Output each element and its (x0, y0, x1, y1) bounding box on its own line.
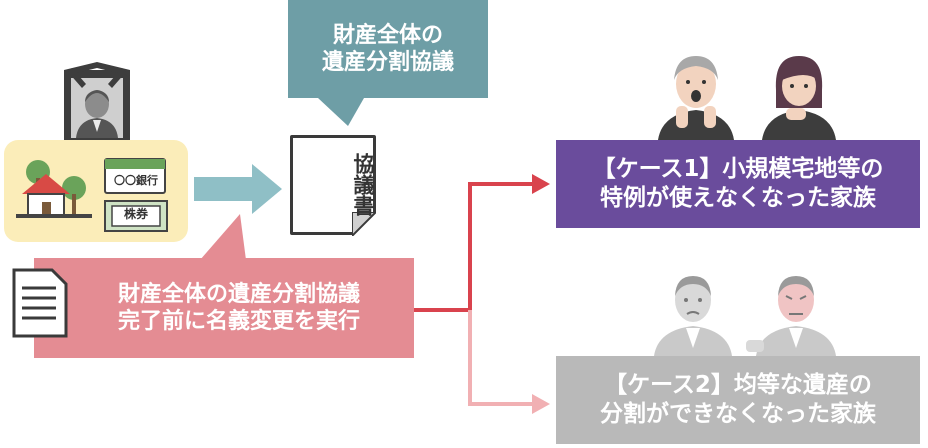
arrow-right-icon (194, 164, 282, 214)
bankbook-icon (104, 158, 166, 194)
document-icon (12, 268, 68, 338)
man-worried-icon (654, 276, 732, 356)
early-transfer-box: 財産全体の遺産分割協議 完了前に名義変更を実行 (34, 258, 414, 358)
case1-box: 【ケース1】小規模宅地等の 特例が使えなくなった家族 (556, 140, 920, 228)
early-transfer-text: 財産全体の遺産分割協議 完了前に名義変更を実行 (117, 281, 360, 335)
document-corner-fold (352, 212, 376, 236)
stock-certificate-label: 株券 (123, 207, 148, 221)
elderly-woman-shocked-icon (658, 56, 734, 140)
agreement-document-title: 協議書 (351, 152, 375, 216)
case2-text: 【ケース2】均等な遺産の 分割ができなくなった家族 (600, 372, 876, 427)
bankbook-label: 〇〇銀行 (114, 174, 158, 187)
case2-box: 【ケース2】均等な遺産の 分割ができなくなった家族 (556, 356, 920, 444)
stock-certificate-icon (104, 200, 168, 232)
man-angry-icon (746, 276, 836, 356)
case1-arrowhead-icon (532, 174, 550, 194)
house-icon (16, 160, 92, 218)
callout-tail (318, 98, 364, 126)
case1-text: 【ケース1】小規模宅地等の 特例が使えなくなった家族 (592, 156, 884, 211)
pink-callout-tail (200, 214, 246, 260)
deceased-portrait-icon (64, 62, 130, 144)
branch-arrows (414, 174, 550, 414)
callout-asset-division-text: 財産全体の 遺産分割協議 (321, 22, 454, 76)
woman-shocked-icon (762, 56, 836, 140)
case2-arrowhead-icon (532, 394, 550, 414)
callout-asset-division: 財産全体の 遺産分割協議 (288, 0, 488, 98)
